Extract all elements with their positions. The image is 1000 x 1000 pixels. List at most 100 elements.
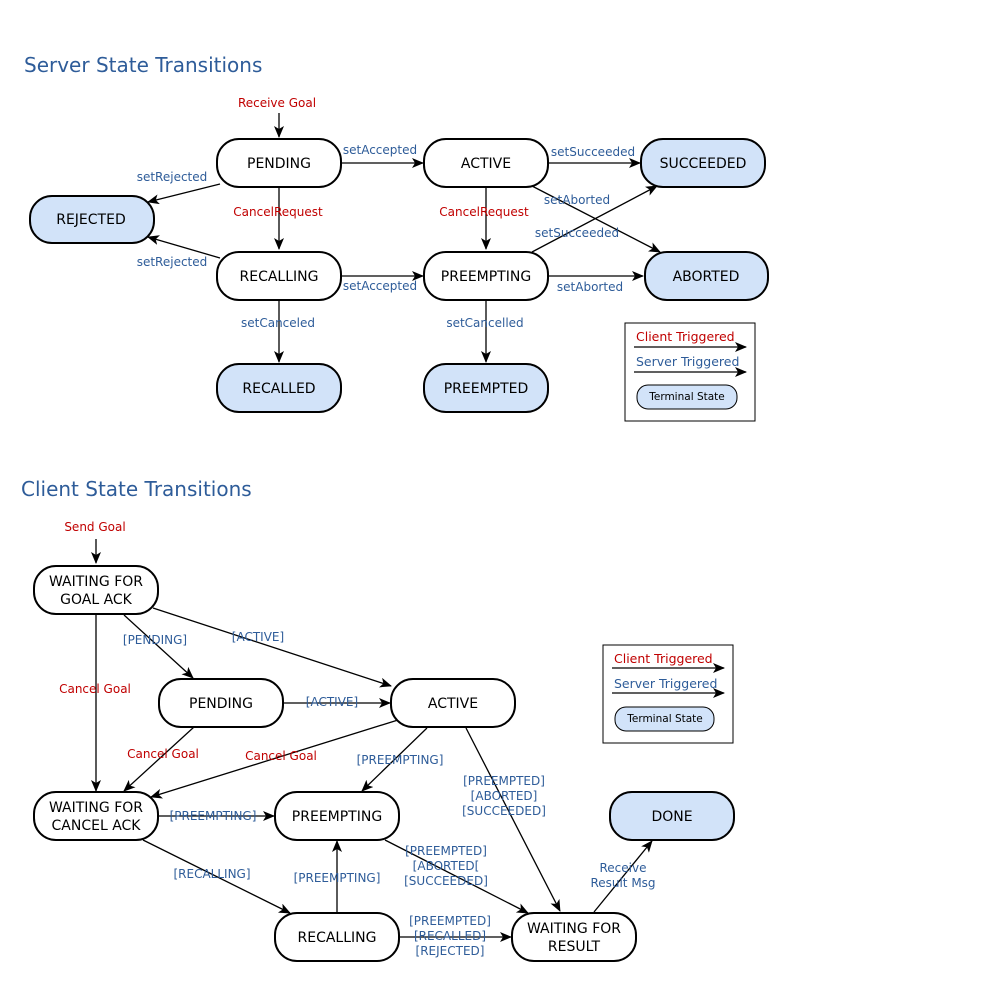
label-cancel-goal-3: Cancel Goal xyxy=(245,749,317,763)
client-legend-client: Client Triggered xyxy=(614,651,713,666)
label-send-goal: Send Goal xyxy=(64,520,125,534)
client-legend: Client Triggered Server Triggered Termin… xyxy=(602,644,734,744)
client-section-title: Client State Transitions xyxy=(21,477,252,501)
label-recalling-result-3: [REJECTED] xyxy=(416,944,485,958)
label-preempting-transition-2: [PREEMPTING] xyxy=(170,809,257,823)
client-state-waiting-cancel-ack-line2: CANCEL ACK xyxy=(52,818,142,834)
client-state-preempting: PREEMPTING xyxy=(274,791,400,841)
client-state-waiting-result-line2: RESULT xyxy=(548,939,601,955)
edge-preempting-waitresult xyxy=(384,839,529,914)
edge-active-cancelack xyxy=(150,719,399,799)
label-recalling-transition: [RECALLING] xyxy=(173,867,250,881)
server-state-active: ACTIVE xyxy=(423,138,549,188)
server-state-aborted: ABORTED xyxy=(644,251,769,301)
label-receive-result-2: Result Msg xyxy=(590,876,655,890)
server-state-aborted-label: ABORTED xyxy=(673,269,740,285)
client-state-waiting-cancel-ack: WAITING FOR CANCEL ACK xyxy=(33,791,159,841)
edge-active-preempting xyxy=(361,727,428,792)
label-cancel-request-2: CancelRequest xyxy=(439,205,529,219)
client-state-pending-label: PENDING xyxy=(189,696,253,712)
client-legend-server: Server Triggered xyxy=(614,676,717,691)
label-set-aborted-2: setAborted xyxy=(557,280,623,294)
server-section-title: Server State Transitions xyxy=(24,53,262,77)
label-active-transition-1: [ACTIVE] xyxy=(232,630,284,644)
label-set-aborted-1: setAborted xyxy=(544,193,610,207)
server-state-recalled-label: RECALLED xyxy=(242,381,315,397)
client-state-recalling: RECALLING xyxy=(274,912,400,962)
client-state-waiting-result: WAITING FOR RESULT xyxy=(511,912,637,962)
client-state-waiting-result-line1: WAITING FOR xyxy=(527,921,621,937)
server-state-pending-label: PENDING xyxy=(247,156,311,172)
label-cancel-goal-1: Cancel Goal xyxy=(59,682,131,696)
server-state-active-label: ACTIVE xyxy=(461,156,511,172)
edge-recalling-rejected xyxy=(147,235,221,259)
label-cancel-goal-2: Cancel Goal xyxy=(127,747,199,761)
server-legend: Client Triggered Server Triggered Termin… xyxy=(624,322,756,422)
client-state-waiting-goal-ack: WAITING FOR GOAL ACK xyxy=(33,565,159,615)
label-preempting-transition-1: [PREEMPTING] xyxy=(357,753,444,767)
client-state-active: ACTIVE xyxy=(390,678,516,728)
server-state-recalling: RECALLING xyxy=(216,251,342,301)
client-state-active-label: ACTIVE xyxy=(428,696,478,712)
server-state-preempted-label: PREEMPTED xyxy=(444,381,529,397)
server-legend-terminal: Terminal State xyxy=(648,391,725,403)
label-pending-transition: [PENDING] xyxy=(123,633,187,647)
label-active-result-1: [PREEMPTED] xyxy=(463,774,545,788)
server-state-rejected: REJECTED xyxy=(29,195,155,244)
server-state-preempting-label: PREEMPTING xyxy=(441,269,531,285)
client-state-done-label: DONE xyxy=(651,809,692,825)
label-preempting-result-3: [SUCCEEDED] xyxy=(404,874,488,888)
server-edges xyxy=(147,113,661,363)
label-receive-goal: Receive Goal xyxy=(238,96,316,110)
client-legend-terminal: Terminal State xyxy=(626,713,703,725)
label-set-rejected-1: setRejected xyxy=(137,170,208,184)
server-legend-server: Server Triggered xyxy=(636,354,739,369)
label-preempting-result-2: [ABORTED[ xyxy=(413,859,480,873)
label-set-rejected-2: setRejected xyxy=(137,255,208,269)
client-state-waiting-cancel-ack-line1: WAITING FOR xyxy=(49,800,143,816)
client-state-waiting-goal-ack-line1: WAITING FOR xyxy=(49,574,143,590)
server-edge-labels: Receive Goal setAccepted setSucceeded se… xyxy=(137,96,635,330)
client-state-recalling-label: RECALLING xyxy=(298,930,377,946)
server-state-recalling-label: RECALLING xyxy=(240,269,319,285)
edge-preempting-succeeded xyxy=(531,185,658,253)
edge-waitresult-done xyxy=(593,840,653,913)
label-set-succeeded-1: setSucceeded xyxy=(551,145,635,159)
label-recalling-result-2: [RECALLED] xyxy=(414,929,486,943)
edge-pending-cancelack xyxy=(123,726,195,792)
client-state-waiting-goal-ack-line2: GOAL ACK xyxy=(60,592,133,608)
label-cancel-request-1: CancelRequest xyxy=(233,205,323,219)
label-set-accepted-2: setAccepted xyxy=(343,279,417,293)
server-state-preempted: PREEMPTED xyxy=(423,363,549,413)
client-state-preempting-label: PREEMPTING xyxy=(292,809,382,825)
label-active-result-2: [ABORTED] xyxy=(471,789,538,803)
client-state-done: DONE xyxy=(609,791,735,841)
label-set-canceled: setCanceled xyxy=(241,316,315,330)
label-set-accepted-1: setAccepted xyxy=(343,143,417,157)
label-set-cancelled: setCancelled xyxy=(446,316,523,330)
server-state-succeeded-label: SUCCEEDED xyxy=(660,156,747,172)
client-state-pending: PENDING xyxy=(158,678,284,728)
label-receive-result-1: Receive xyxy=(600,861,647,875)
server-state-recalled: RECALLED xyxy=(216,363,342,413)
client-edge-labels: Send Goal [PENDING] [ACTIVE] Cancel Goal… xyxy=(59,520,655,958)
client-edges xyxy=(91,539,653,942)
server-state-preempting: PREEMPTING xyxy=(423,251,549,301)
server-legend-client: Client Triggered xyxy=(636,329,735,344)
server-state-rejected-label: REJECTED xyxy=(56,212,126,228)
edge-active-waitresult xyxy=(465,727,561,912)
label-preempting-transition-3: [PREEMPTING] xyxy=(294,871,381,885)
server-state-succeeded: SUCCEEDED xyxy=(640,138,766,188)
label-set-succeeded-2: setSucceeded xyxy=(535,226,619,240)
label-active-transition-2: [ACTIVE] xyxy=(306,695,358,709)
edge-pending-rejected xyxy=(147,183,221,205)
edge-cancelack-recalling xyxy=(142,839,291,914)
label-preempting-result-1: [PREEMPTED] xyxy=(405,844,487,858)
label-recalling-result-1: [PREEMPTED] xyxy=(409,914,491,928)
server-state-pending: PENDING xyxy=(216,138,342,188)
edge-goalack-pending xyxy=(123,614,194,679)
label-active-result-3: [SUCCEEDED] xyxy=(462,804,546,818)
edge-goalack-active xyxy=(152,607,392,688)
